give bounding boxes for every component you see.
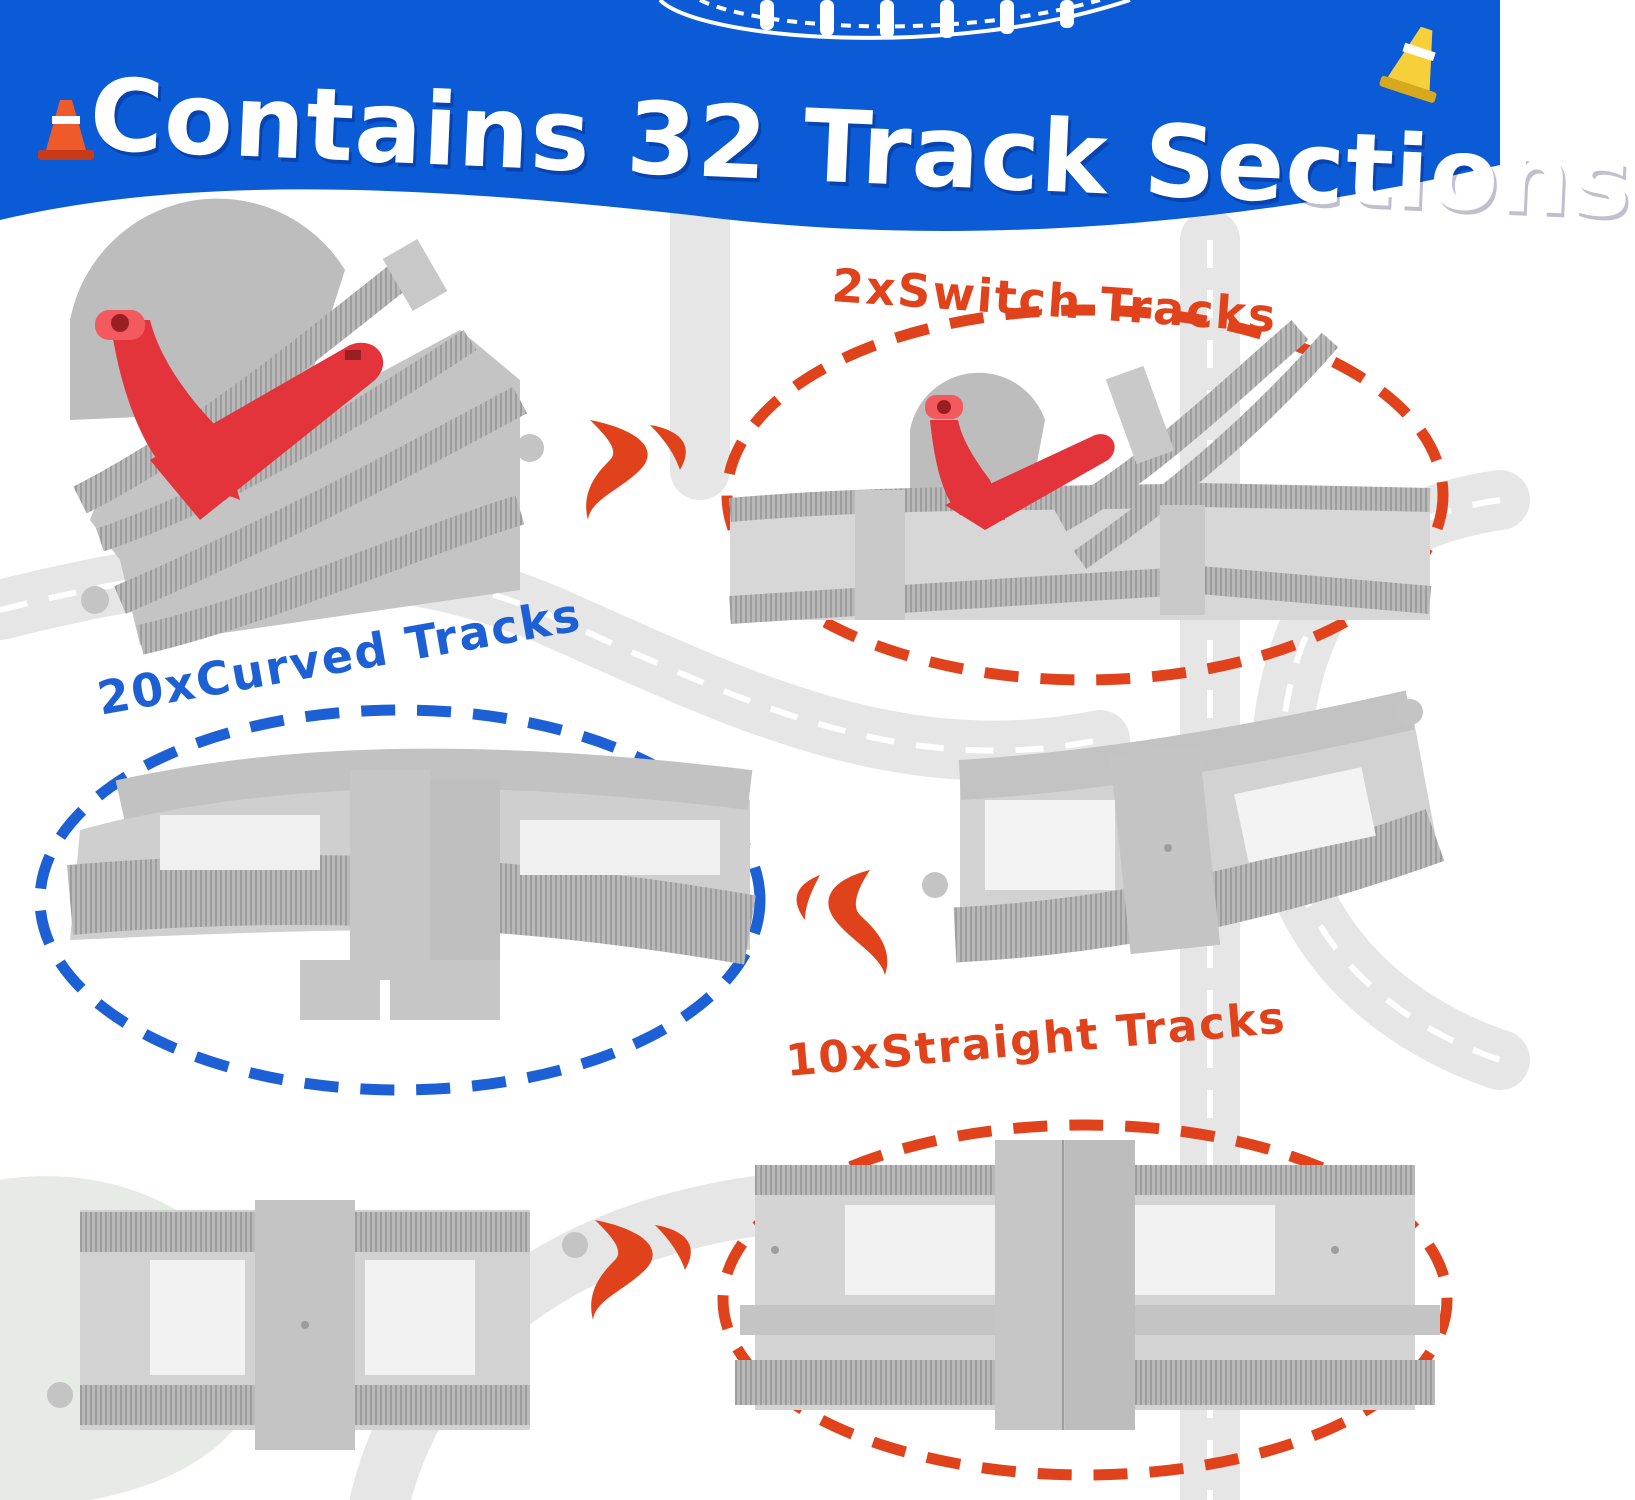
artwork bbox=[0, 0, 1530, 1500]
switch-dashed-outline bbox=[721, 304, 1449, 686]
traffic-cone-icon bbox=[1379, 26, 1437, 103]
header-banner bbox=[0, 0, 1500, 231]
switch-lever bbox=[95, 310, 384, 520]
switch-lever-connected bbox=[925, 395, 1115, 530]
straight-track-connected-image bbox=[735, 1140, 1440, 1430]
curved-track-image bbox=[922, 690, 1445, 963]
arrow-chevron-icon bbox=[591, 1220, 691, 1320]
arrow-chevron-icon bbox=[796, 870, 888, 975]
banner-rail-ties bbox=[760, 0, 1074, 38]
arrow-chevron-icon bbox=[586, 420, 686, 520]
curved-dashed-outline bbox=[34, 704, 766, 1096]
straight-dashed-outline bbox=[717, 1119, 1453, 1481]
curved-track-connected-image bbox=[66, 748, 756, 1020]
banner-track-decoration bbox=[658, 0, 1131, 40]
traffic-cone-icon bbox=[38, 100, 94, 160]
straight-track-image bbox=[47, 1200, 588, 1450]
